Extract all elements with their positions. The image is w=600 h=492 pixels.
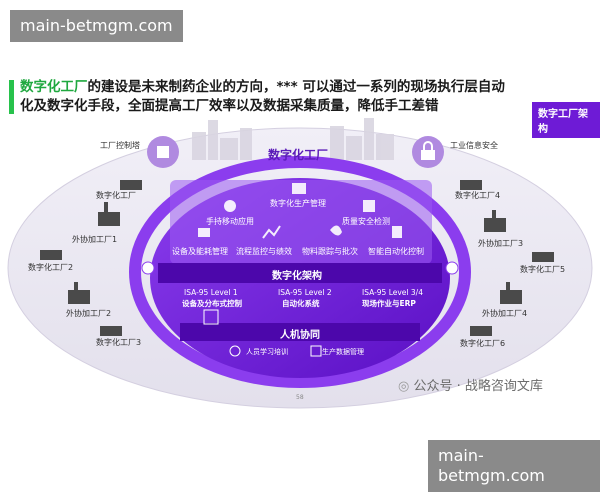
isa-2-sub: 自动化系统	[282, 299, 320, 308]
app-process: 流程监控与绩效	[236, 247, 292, 256]
right-factory-3: 数字化工厂5	[520, 265, 566, 274]
right-factory-5: 数字化工厂6	[460, 339, 506, 348]
accent-bar	[9, 80, 14, 114]
app-automation: 智能自动化控制	[368, 247, 424, 256]
page-number: 58	[296, 394, 304, 401]
right-factory-1: 数字化工厂4	[455, 191, 501, 200]
city-skyline	[192, 118, 394, 160]
left-factory-4: 外协加工厂2	[66, 309, 112, 318]
collab-band	[180, 323, 420, 341]
left-factory-3: 数字化工厂2	[28, 263, 74, 272]
isa-1-title: ISA-95 Level 1	[184, 288, 238, 297]
ring-arrow-left	[141, 261, 155, 275]
architecture-diagram	[7, 118, 593, 409]
headline-highlight: 数字化工厂	[20, 79, 88, 95]
ring-arrow-right	[445, 261, 459, 275]
architecture-tag: 数字工厂架构	[532, 102, 600, 138]
headline-line1: 的建设是未来制药企业的方向，*** 可以通过一系列的现场执行层自动	[87, 79, 505, 95]
left-factory-icons	[40, 180, 142, 336]
arch-band	[158, 263, 442, 283]
app-material: 物料跟踪与批次	[302, 247, 358, 256]
watermark-top: main-betmgm.com	[10, 10, 183, 42]
wechat-label: ◎ 公众号 · 战略咨询文库	[398, 379, 543, 394]
left-factory-5: 数字化工厂3	[96, 338, 142, 347]
app-production-mgmt: 数字化生产管理	[270, 199, 326, 208]
wechat-icon: ◎	[398, 379, 414, 394]
right-factory-icons	[460, 180, 554, 336]
right-factory-4: 外协加工厂4	[482, 309, 528, 318]
arch-title: 数字化架构	[272, 271, 322, 282]
app-quality: 质量安全检测	[342, 217, 390, 226]
collab-item-1: 人员学习培训	[246, 348, 288, 356]
control-tower-label: 工厂控制塔	[100, 141, 140, 150]
isa-2-title: ISA-95 Level 2	[278, 288, 332, 297]
app-mobile: 手持移动应用	[206, 217, 254, 226]
left-factory-1: 数字化工厂	[96, 191, 136, 200]
collab-title: 人机协同	[280, 330, 320, 341]
isa-3-sub: 现场作业与ERP	[362, 299, 416, 308]
app-equipment: 设备及能耗管理	[172, 247, 228, 256]
headline-line2: 化及数字化手段，全面提高工厂效率以及数据采集质量，降低手工差错	[20, 98, 439, 114]
security-label: 工业信息安全	[450, 141, 498, 150]
headline: 数字化工厂的建设是未来制药企业的方向，*** 可以通过一系列的现场执行层自动 化…	[20, 78, 580, 116]
app-icons	[198, 183, 402, 239]
collab-item-2: 生产数据管理	[322, 348, 364, 356]
isa-1-sub: 设备及分布式控制	[182, 299, 242, 308]
right-factory-2: 外协加工厂3	[478, 239, 524, 248]
ring-title: 数字化工厂	[268, 148, 329, 162]
isa-3-title: ISA-95 Level 3/4	[362, 288, 423, 297]
purple-ring	[129, 156, 471, 388]
watermark-bottom: main-betmgm.com	[428, 440, 600, 492]
left-factory-2: 外协加工厂1	[72, 235, 118, 244]
